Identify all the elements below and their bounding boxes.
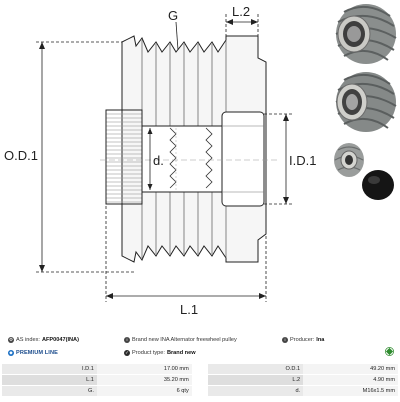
info-row-1: ⚙ AS index: AFP0047(INA) i Brand new INA… bbox=[6, 333, 394, 347]
pulley-angled-photo bbox=[335, 72, 397, 132]
table-row: G. 6 qty d. M16x1.5 mm bbox=[2, 385, 398, 397]
inner-diameter-label: I.D.1 bbox=[289, 153, 316, 168]
pulley-front-photo bbox=[335, 4, 397, 64]
length1-label: L.1 bbox=[180, 302, 198, 317]
product-description: Brand new INA Alternator freewheel pulle… bbox=[132, 337, 237, 343]
knurled-hub bbox=[105, 109, 143, 205]
as-index-label: AS index: bbox=[16, 337, 40, 343]
table-row: I.D.1 17.00 mm O.D.1 49.20 mm bbox=[2, 364, 398, 375]
groove-label: G bbox=[168, 8, 178, 23]
specs-table: I.D.1 17.00 mm O.D.1 49.20 mm L.1 35.20 … bbox=[2, 364, 398, 397]
pulley-technical-drawing: G L.2 O.D.1 d. I.D.1 L.1 bbox=[4, 4, 316, 317]
spec-key: O.D.1 bbox=[208, 364, 304, 375]
info-icon: i bbox=[124, 337, 130, 343]
as-index-value: AFP0047(INA) bbox=[41, 337, 79, 343]
spec-value: 35.20 mm bbox=[96, 374, 192, 386]
spec-key: I.D.1 bbox=[2, 364, 97, 375]
check-icon: ✓ bbox=[124, 350, 130, 356]
pulley-disassembled-photo bbox=[334, 143, 364, 177]
bore-label: d. bbox=[153, 153, 164, 168]
spec-value: M16x1.5 mm bbox=[303, 385, 398, 397]
product-type-label: Product type: bbox=[132, 350, 165, 356]
gear-icon: ⚙ bbox=[8, 337, 14, 343]
spec-key: d. bbox=[208, 385, 304, 397]
spec-key: L.1 bbox=[2, 374, 97, 386]
inner-bearing bbox=[221, 111, 265, 207]
ina-logo-icon bbox=[385, 347, 394, 356]
spec-key: L.2 bbox=[208, 374, 304, 386]
spec-key: G. bbox=[2, 385, 97, 397]
producer-value: Ina bbox=[316, 337, 325, 343]
producer-icon: i bbox=[282, 337, 288, 343]
spec-value: 17.00 mm bbox=[96, 364, 192, 375]
premium-line-label: PREMIUM LINE bbox=[16, 350, 58, 356]
diamond-icon: ◆ bbox=[8, 350, 14, 356]
producer-label: Producer: bbox=[290, 337, 315, 343]
spec-value: 49.20 mm bbox=[303, 364, 398, 375]
spec-value: 4.90 mm bbox=[303, 374, 398, 386]
product-info: ⚙ AS index: AFP0047(INA) i Brand new INA… bbox=[0, 333, 400, 363]
length2-label: L.2 bbox=[232, 4, 250, 19]
product-type-value: Brand new bbox=[166, 350, 196, 356]
spec-value: 6 qty bbox=[96, 385, 192, 397]
info-row-2: ◆ PREMIUM LINE ✓ Product type: Brand new bbox=[6, 346, 394, 360]
outer-diameter-label: O.D.1 bbox=[4, 148, 38, 163]
table-row: L.1 35.20 mm L.2 4.90 mm bbox=[2, 374, 398, 386]
pulley-cap-photo bbox=[362, 170, 394, 200]
